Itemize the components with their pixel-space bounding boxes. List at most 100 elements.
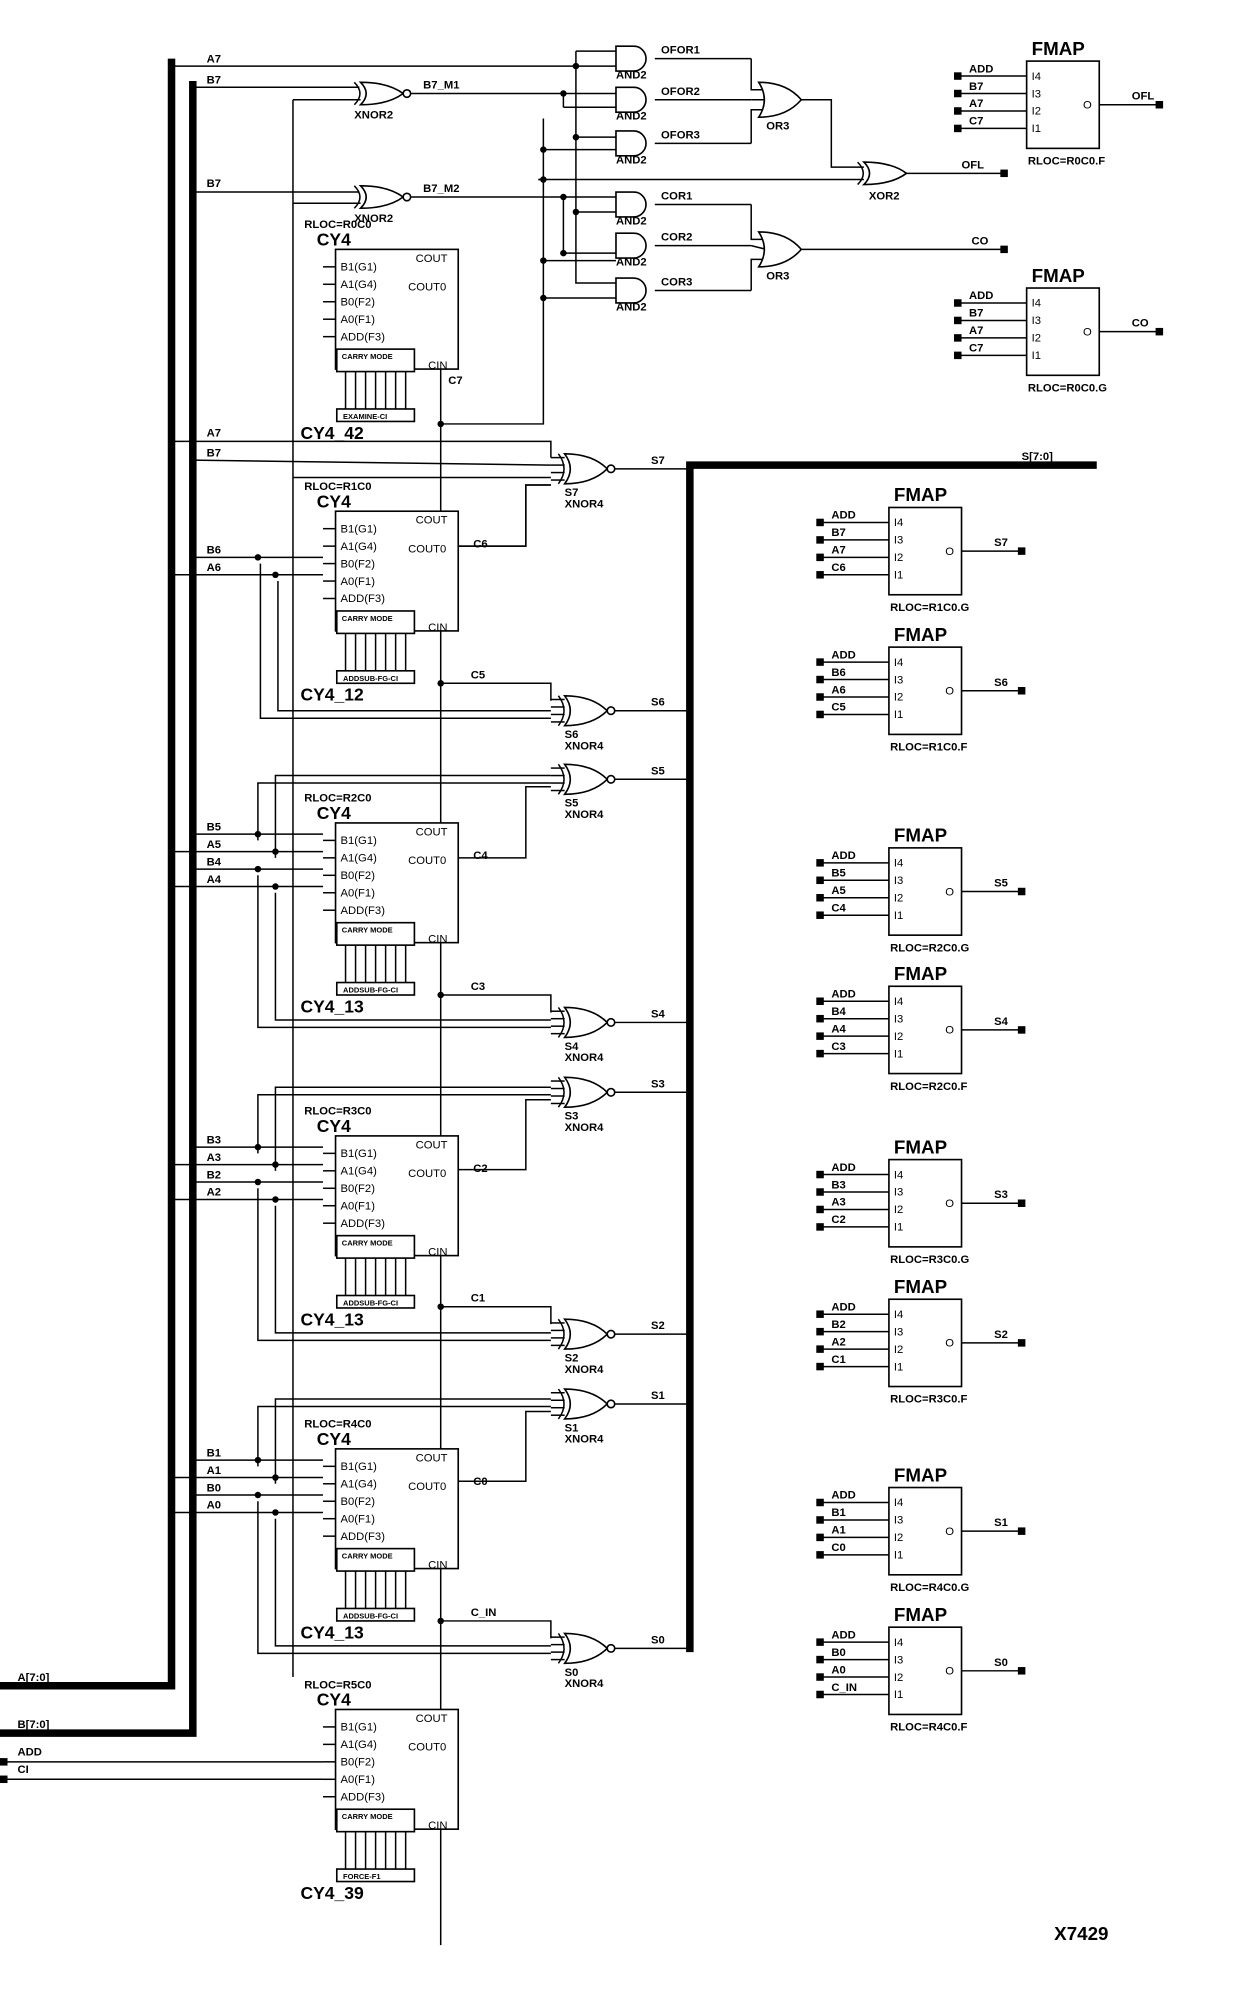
pin-pad[interactable] (816, 997, 824, 1005)
wire[interactable] (440, 1620, 552, 1639)
pin-pad[interactable] (816, 1188, 824, 1196)
wire[interactable] (257, 1405, 551, 1467)
pin-pad[interactable] (1155, 327, 1164, 336)
pin-pad[interactable] (1017, 1199, 1026, 1207)
pin-pad[interactable] (1017, 1339, 1026, 1347)
mode-box[interactable] (335, 1868, 416, 1883)
wire[interactable] (458, 1410, 551, 1483)
pin-pad[interactable] (816, 658, 824, 666)
fmap-block[interactable] (888, 1486, 963, 1576)
bus-s[interactable] (686, 461, 1097, 1653)
wire[interactable] (257, 1188, 551, 1342)
mode-box[interactable] (335, 1607, 416, 1622)
pin-pad[interactable] (816, 571, 824, 579)
wire[interactable] (257, 1501, 551, 1655)
pin-pad[interactable] (816, 876, 824, 885)
wire[interactable] (750, 108, 767, 144)
pin-pad[interactable] (954, 351, 962, 360)
pin-pad[interactable] (816, 693, 824, 701)
wire[interactable] (440, 118, 545, 425)
wire[interactable] (274, 1205, 551, 1334)
wire[interactable] (274, 1398, 551, 1484)
xor-gate[interactable] (563, 763, 609, 796)
pin-pad[interactable] (816, 710, 824, 719)
wire[interactable] (575, 137, 616, 284)
wire[interactable] (458, 1098, 551, 1171)
pin-pad[interactable] (816, 1327, 824, 1336)
or-gate[interactable] (757, 81, 803, 119)
pin-pad[interactable] (1017, 1026, 1026, 1034)
xor-gate[interactable] (563, 1632, 609, 1665)
xor-gate[interactable] (358, 81, 405, 106)
and-gate[interactable] (615, 277, 647, 304)
and-gate[interactable] (615, 45, 647, 72)
add-input-pin[interactable] (0, 1758, 8, 1766)
wire[interactable] (274, 1086, 551, 1171)
xor-gate[interactable] (358, 184, 405, 210)
pin-pad[interactable] (1155, 100, 1164, 109)
and-gate[interactable] (615, 232, 647, 259)
and-gate[interactable] (615, 191, 647, 218)
xor-gate[interactable] (861, 161, 908, 186)
fmap-block[interactable] (888, 985, 963, 1075)
pin-pad[interactable] (816, 1498, 824, 1507)
pin-pad[interactable] (816, 553, 824, 562)
wire[interactable] (750, 204, 767, 241)
pin-pad[interactable] (816, 1345, 824, 1353)
wire[interactable] (458, 484, 551, 547)
mode-box[interactable] (335, 1294, 416, 1309)
wire[interactable] (801, 99, 864, 168)
pin-pad[interactable] (954, 107, 962, 115)
pin-pad[interactable] (816, 911, 824, 919)
pin-pad[interactable] (954, 316, 962, 325)
pin-pad[interactable] (816, 1516, 824, 1524)
wire[interactable] (274, 774, 551, 858)
pin-pad[interactable] (816, 1673, 824, 1681)
pin-pad[interactable] (816, 1049, 824, 1058)
pin-pad[interactable] (1000, 169, 1008, 178)
pin-pad[interactable] (816, 1032, 824, 1040)
wire[interactable] (750, 258, 767, 291)
wire[interactable] (171, 440, 552, 458)
pin-pad[interactable] (816, 1310, 824, 1318)
pin-pad[interactable] (816, 1223, 824, 1231)
pin-pad[interactable] (1017, 1667, 1026, 1675)
xor-gate[interactable] (563, 694, 609, 727)
pin-pad[interactable] (816, 894, 824, 902)
wire[interactable] (192, 459, 551, 466)
pin-pad[interactable] (816, 1014, 824, 1023)
xor-gate[interactable] (563, 1388, 609, 1420)
wire[interactable] (259, 563, 551, 719)
pin-pad[interactable] (816, 536, 824, 544)
mode-box[interactable] (335, 981, 416, 996)
pin-pad[interactable] (816, 1655, 824, 1664)
xor-gate[interactable] (563, 453, 609, 485)
wire[interactable] (274, 1518, 551, 1647)
wire[interactable] (750, 58, 767, 91)
pin-pad[interactable] (1017, 687, 1026, 695)
and-gate[interactable] (615, 130, 647, 157)
pin-pad[interactable] (816, 518, 824, 527)
fmap-block[interactable] (1025, 60, 1101, 150)
pin-pad[interactable] (1017, 887, 1026, 896)
pin-pad[interactable] (954, 334, 962, 342)
carry-mode-box[interactable] (335, 610, 416, 635)
pin-pad[interactable] (816, 1205, 824, 1214)
pin-pad[interactable] (1000, 245, 1008, 254)
pin-pad[interactable] (954, 299, 962, 307)
wire[interactable] (277, 581, 551, 712)
fmap-block[interactable] (888, 506, 963, 596)
wire[interactable] (458, 786, 551, 859)
pin-pad[interactable] (954, 72, 962, 80)
pin-pad[interactable] (816, 1170, 824, 1179)
xor-gate[interactable] (563, 1076, 609, 1109)
xor-gate[interactable] (563, 1006, 609, 1039)
wire[interactable] (440, 994, 552, 1013)
pin-pad[interactable] (816, 859, 824, 867)
pin-pad[interactable] (1017, 1527, 1026, 1535)
wire[interactable] (440, 1305, 552, 1325)
wire[interactable] (562, 197, 616, 254)
wire[interactable] (257, 875, 551, 1029)
pin-pad[interactable] (816, 1533, 824, 1542)
pin-pad[interactable] (816, 1362, 824, 1371)
